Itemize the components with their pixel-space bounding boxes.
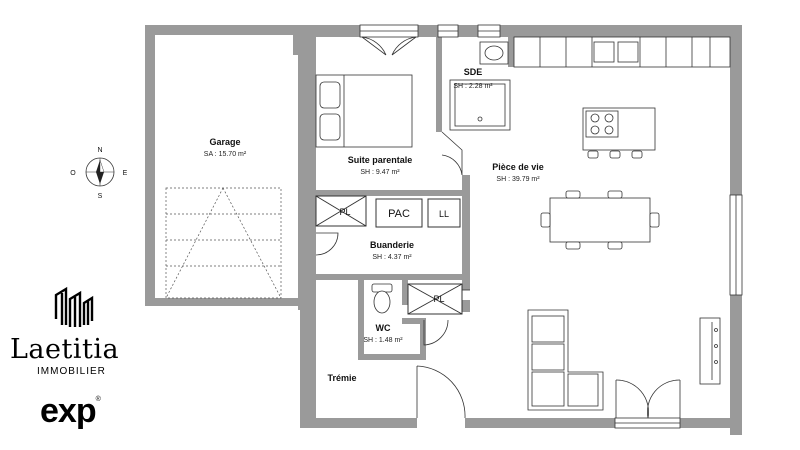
compass-s: S bbox=[98, 193, 103, 200]
room-area-garage: SA : 15.70 m² bbox=[204, 151, 247, 158]
brand-subtitle: IMMOBILIER bbox=[37, 366, 106, 377]
kitchen-island bbox=[582, 107, 656, 159]
room-name-piece-de-vie: Pièce de vie bbox=[492, 162, 544, 172]
pl-label-2: PL bbox=[433, 294, 444, 304]
laundry-labels: PL PAC LL PL bbox=[339, 207, 449, 304]
exterior-walls bbox=[145, 25, 742, 435]
room-labels: Garage SA : 15.70 m² Suite parentale SH … bbox=[204, 67, 544, 383]
tv-unit bbox=[699, 317, 721, 385]
room-name-wc: WC bbox=[376, 323, 391, 333]
brand-network-name: exp bbox=[40, 392, 97, 430]
room-name-buanderie: Buanderie bbox=[370, 240, 414, 250]
brand-logo-icon bbox=[54, 286, 94, 327]
shower bbox=[449, 79, 511, 131]
compass-icon: N S E O bbox=[70, 147, 127, 200]
brand-network: exp® bbox=[40, 392, 101, 431]
sde-sink bbox=[479, 41, 509, 65]
room-area-suite: SH : 9.47 m² bbox=[360, 169, 400, 176]
room-area-wc: SH : 1.48 m² bbox=[363, 337, 403, 344]
brand-network-mark: ® bbox=[95, 396, 101, 403]
double-bed bbox=[315, 74, 413, 148]
room-name-sde: SDE bbox=[464, 67, 483, 77]
interior-walls bbox=[316, 37, 514, 360]
garage-door-symbol bbox=[165, 187, 282, 299]
room-name-garage: Garage bbox=[209, 137, 240, 147]
room-area-buanderie: SH : 4.37 m² bbox=[372, 254, 412, 261]
compass-o: O bbox=[70, 170, 76, 177]
pl-label-1: PL bbox=[339, 207, 350, 217]
compass-n: N bbox=[97, 147, 102, 154]
laundry-equipment bbox=[315, 195, 463, 315]
kitchen-counter bbox=[513, 36, 731, 68]
compass-e: E bbox=[123, 170, 128, 177]
brand-name: Laetitia bbox=[10, 334, 120, 365]
ll-label: LL bbox=[439, 209, 449, 219]
room-area-sde: SH : 2.28 m² bbox=[453, 83, 493, 90]
pac-label: PAC bbox=[388, 208, 410, 220]
room-name-suite: Suite parentale bbox=[348, 155, 413, 165]
windows bbox=[359, 24, 743, 429]
room-name-tremie: Trémie bbox=[327, 373, 356, 383]
dining-table bbox=[540, 190, 660, 250]
room-area-piece-de-vie: SH : 39.79 m² bbox=[496, 176, 540, 183]
corner-sofa bbox=[527, 309, 604, 411]
toilet bbox=[371, 283, 393, 314]
